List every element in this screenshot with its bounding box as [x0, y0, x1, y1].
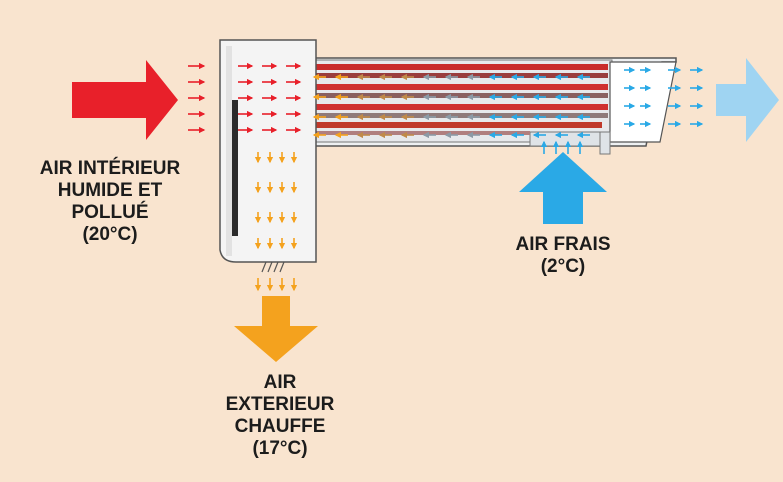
unit-orange-arrows: [254, 152, 298, 250]
incoming-flow-arrows: [188, 62, 206, 134]
exhaust-orange-arrows: [254, 278, 298, 292]
interior-air-line-1: AIR INTÉRIEUR: [39, 158, 181, 179]
interior-air-line-4: (20°C): [82, 224, 138, 245]
interior-air-line-2: HUMIDE ET: [57, 180, 163, 201]
unit-red-arrows: [238, 62, 302, 134]
exterior-air-line-3: CHAUFFE: [234, 416, 326, 437]
big-blue-arrow-icon: [519, 152, 607, 224]
return-flow-arrows: [312, 73, 590, 139]
interior-air-line-3: POLLUÉ: [71, 202, 149, 223]
exterior-air-line-1: AIR: [263, 372, 297, 393]
fresh-air-line-2: (2°C): [540, 256, 586, 277]
exchanger-plates: [302, 64, 608, 135]
big-red-arrow-icon: [72, 60, 178, 140]
fresh-air-line-1: AIR FRAIS: [515, 234, 611, 255]
fresh-air-label: AIR FRAIS (2°C): [488, 234, 638, 278]
outgoing-blue-arrows: [624, 66, 704, 128]
ventilation-unit: [219, 39, 317, 273]
big-orange-arrow-icon: [234, 296, 318, 362]
light-blue-arrow-icon: [716, 58, 779, 142]
exterior-air-line-2: EXTERIEUR: [225, 394, 335, 415]
exterior-air-label: AIR EXTERIEUR CHAUFFE (17°C): [200, 372, 360, 460]
fresh-air-intake-arrows: [540, 140, 584, 154]
interior-air-label: AIR INTÉRIEUR HUMIDE ET POLLUÉ (20°C): [20, 158, 200, 246]
exterior-air-line-4: (17°C): [252, 438, 308, 459]
